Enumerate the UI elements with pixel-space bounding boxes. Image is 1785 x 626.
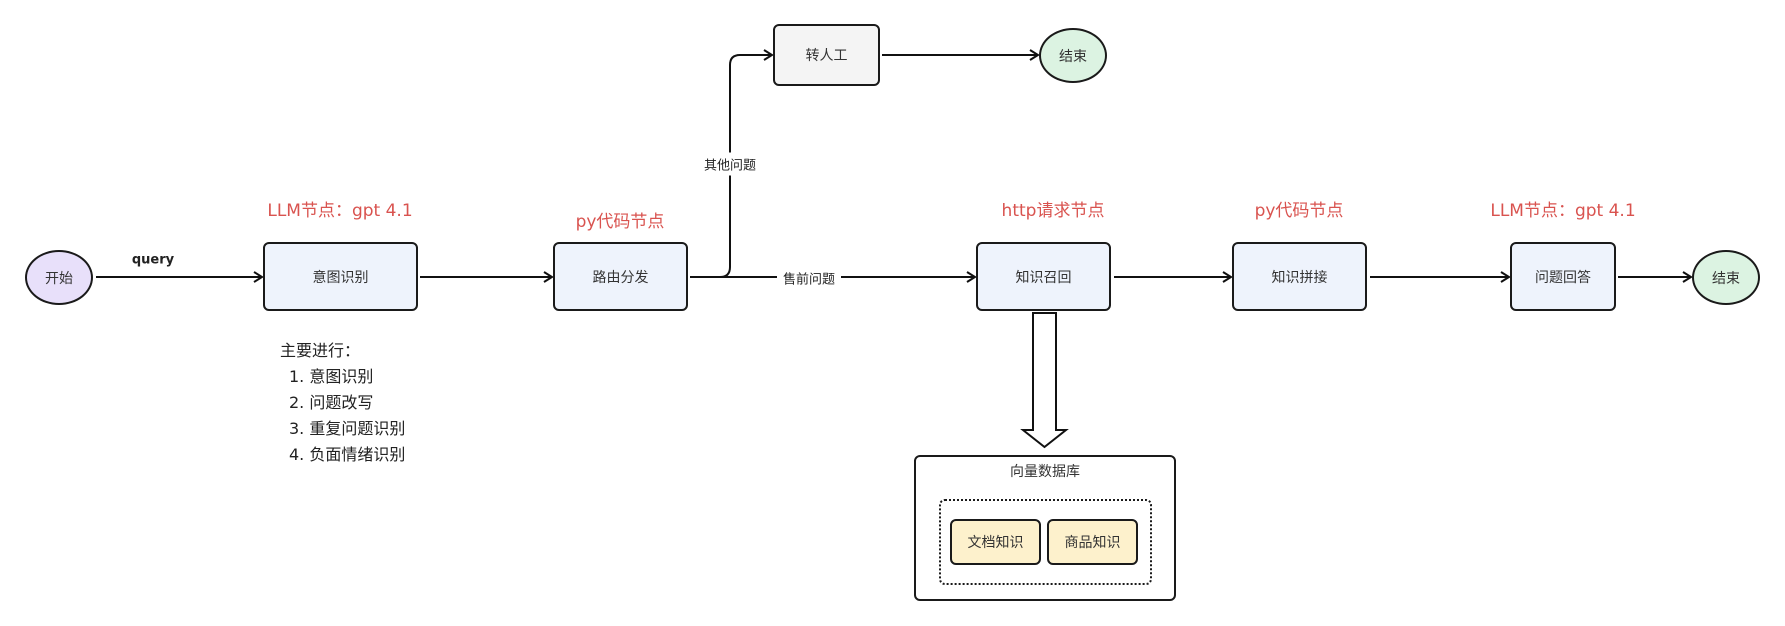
concat-node-label: 知识拼接 bbox=[1271, 269, 1328, 286]
intent-notes-item: 1. 意图识别 bbox=[289, 367, 374, 386]
intent-notes-item: 4. 负面情绪识别 bbox=[289, 445, 406, 464]
annotation-intent: LLM节点：gpt 4.1 bbox=[267, 201, 413, 221]
vector-db-item-docs-label: 文档知识 bbox=[967, 535, 1024, 551]
start-node[interactable]: 开始 bbox=[25, 250, 93, 305]
annotation-recall: http请求节点 bbox=[1001, 201, 1105, 221]
intent-notes-item: 2. 问题改写 bbox=[289, 393, 374, 412]
vector-db-item-products[interactable]: 商品知识 bbox=[1047, 519, 1138, 565]
vector-db-item-products-label: 商品知识 bbox=[1064, 535, 1121, 551]
answer-node-label: 问题回答 bbox=[1535, 269, 1591, 286]
recall-node[interactable]: 知识召回 bbox=[976, 242, 1111, 311]
vector-db-item-docs[interactable]: 文档知识 bbox=[950, 519, 1041, 565]
answer-node[interactable]: 问题回答 bbox=[1510, 242, 1616, 311]
end-node-main[interactable]: 结束 bbox=[1692, 250, 1760, 305]
end-node-top[interactable]: 结束 bbox=[1039, 28, 1107, 83]
vector-db-title: 向量数据库 bbox=[1010, 464, 1080, 480]
annotation-concat: py代码节点 bbox=[1254, 201, 1344, 221]
human-handoff-label: 转人工 bbox=[805, 48, 848, 64]
recall-node-label: 知识召回 bbox=[1015, 269, 1072, 286]
human-handoff-node[interactable]: 转人工 bbox=[773, 24, 880, 86]
annotation-router: py代码节点 bbox=[575, 212, 665, 232]
edge-label-presale: 售前问题 bbox=[776, 266, 842, 290]
annotation-answer: LLM节点：gpt 4.1 bbox=[1490, 201, 1636, 221]
intent-notes-item: 3. 重复问题识别 bbox=[289, 419, 406, 438]
start-node-label: 开始 bbox=[45, 270, 73, 287]
end-node-main-label: 结束 bbox=[1712, 270, 1740, 287]
intent-node[interactable]: 意图识别 bbox=[263, 242, 418, 311]
router-node[interactable]: 路由分发 bbox=[553, 242, 688, 311]
concat-node[interactable]: 知识拼接 bbox=[1232, 242, 1367, 311]
vector-db-group bbox=[939, 499, 1152, 585]
hollow-down-arrow bbox=[1020, 312, 1069, 449]
intent-notes-title: 主要进行： bbox=[280, 341, 361, 360]
intent-notes: 主要进行： 1. 意图识别 2. 问题改写 3. 重复问题识别 4. 负面情绪识… bbox=[280, 338, 406, 468]
vector-db-container[interactable]: 向量数据库 文档知识 商品知识 bbox=[914, 455, 1176, 601]
intent-node-label: 意图识别 bbox=[312, 269, 369, 286]
router-node-label: 路由分发 bbox=[592, 269, 649, 286]
edge-label-query: query bbox=[131, 252, 175, 268]
end-node-top-label: 结束 bbox=[1059, 48, 1087, 65]
edge-label-other: 其他问题 bbox=[697, 152, 763, 176]
